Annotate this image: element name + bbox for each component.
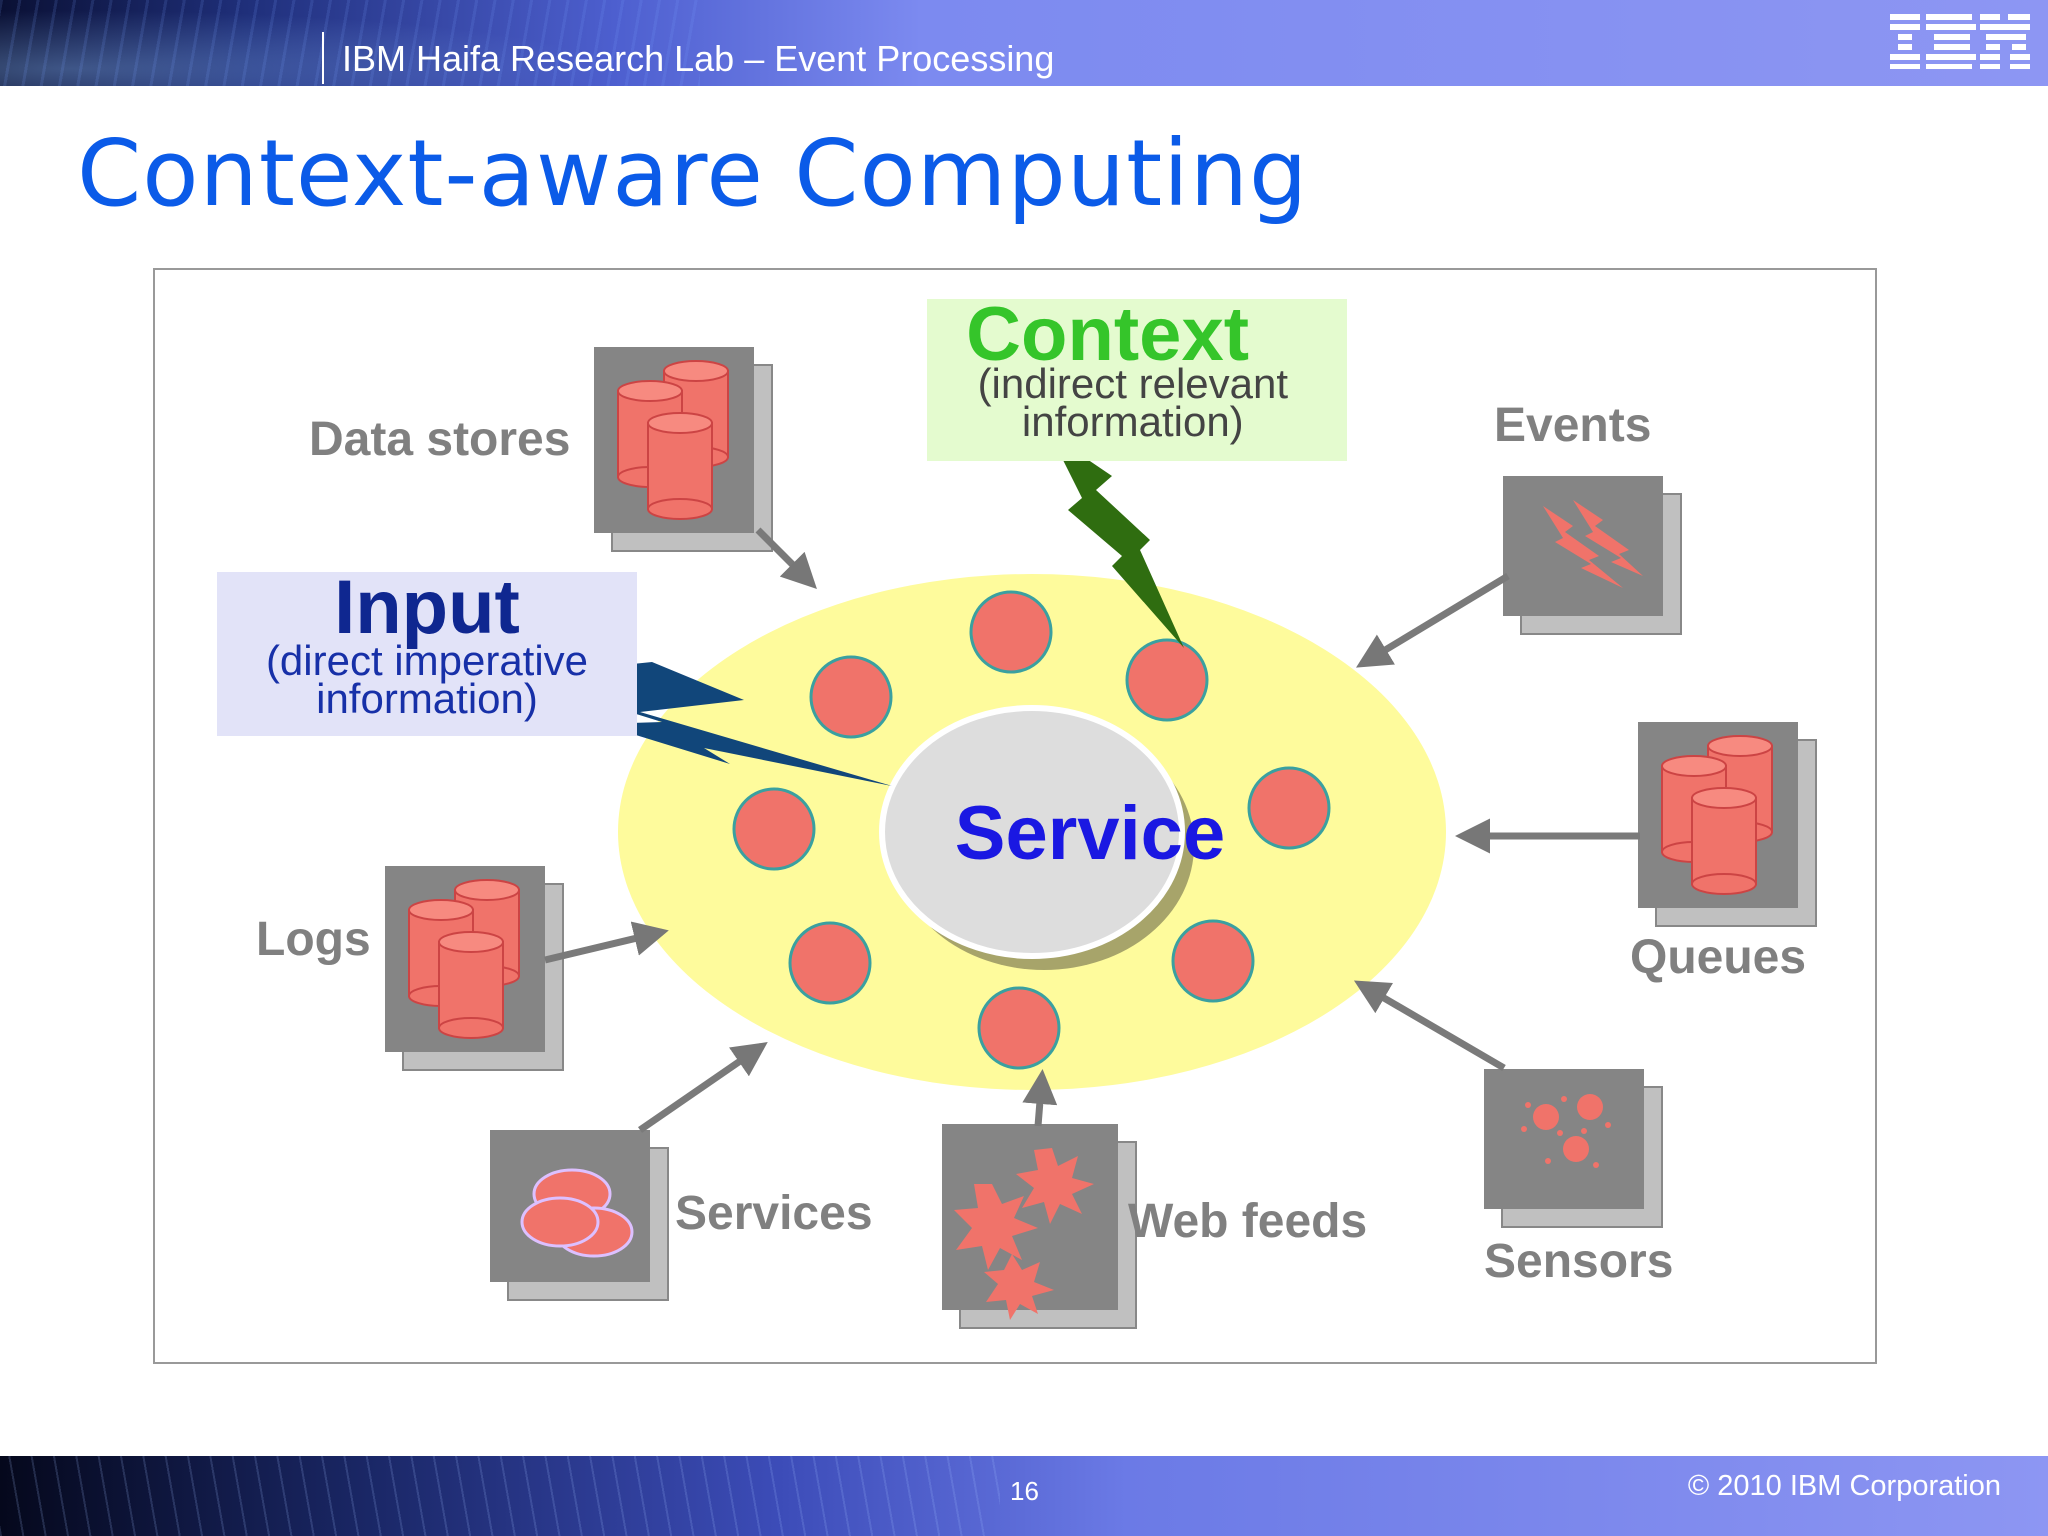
context-line-2: information) [1021,398,1244,445]
events-label: Events [1494,399,1652,452]
arrow [544,921,669,964]
input-line-1: (direct imperative [265,637,589,684]
web-feeds-icon [942,1124,1137,1329]
services-icon [490,1130,669,1301]
logs-icon [385,866,564,1071]
arrow [1356,573,1510,668]
arrow [755,527,817,589]
web-feeds-label: Web feeds [1128,1195,1368,1248]
sensors-icon [1484,1069,1663,1228]
service-label: Service [954,791,1226,876]
copyright: © 2010 IBM Corporation [1687,1470,2001,1502]
input-title: Input [334,565,520,650]
arrow [1353,980,1506,1072]
context-line-1: (indirect relevant [977,360,1289,407]
arrow [1022,1069,1058,1127]
header-band: IBM Haifa Research Lab – Event Processin… [0,0,2048,86]
sensors-label: Sensors [1484,1235,1674,1288]
node [977,986,1061,1070]
node [732,787,816,871]
header-decoration [0,0,700,86]
services-label: Services [675,1187,873,1240]
node [1247,766,1331,850]
header-divider [322,32,324,84]
node [969,590,1053,674]
service-disk [879,705,1185,959]
ibm-logo-icon [1890,14,2030,69]
input-line-2: information) [316,675,538,722]
node [809,655,893,739]
input-box: Input (direct imperative information) [217,565,637,736]
context-box: Context (indirect relevant information) [927,292,1347,461]
queues-label: Queues [1630,931,1807,984]
node [788,921,872,1005]
slide-title: Context-aware Computing [77,120,1309,227]
page-number: 16 [1010,1476,1039,1506]
input-arrows [544,527,1640,1133]
footer-decoration [0,1456,1000,1536]
queues-icon [1638,722,1817,927]
events-icon [1503,476,1682,635]
footer-band [0,1456,2048,1536]
node [1171,919,1255,1003]
header-title: IBM Haifa Research Lab – Event Processin… [342,38,1055,79]
event-nodes [732,590,1331,1070]
context-title: Context [966,292,1250,377]
arrow [638,1042,768,1133]
data-stores-label: Data stores [309,413,571,466]
logs-label: Logs [256,913,371,966]
context-bolt-icon [1050,434,1184,648]
data-stores-icon [594,347,773,552]
node [1125,638,1209,722]
